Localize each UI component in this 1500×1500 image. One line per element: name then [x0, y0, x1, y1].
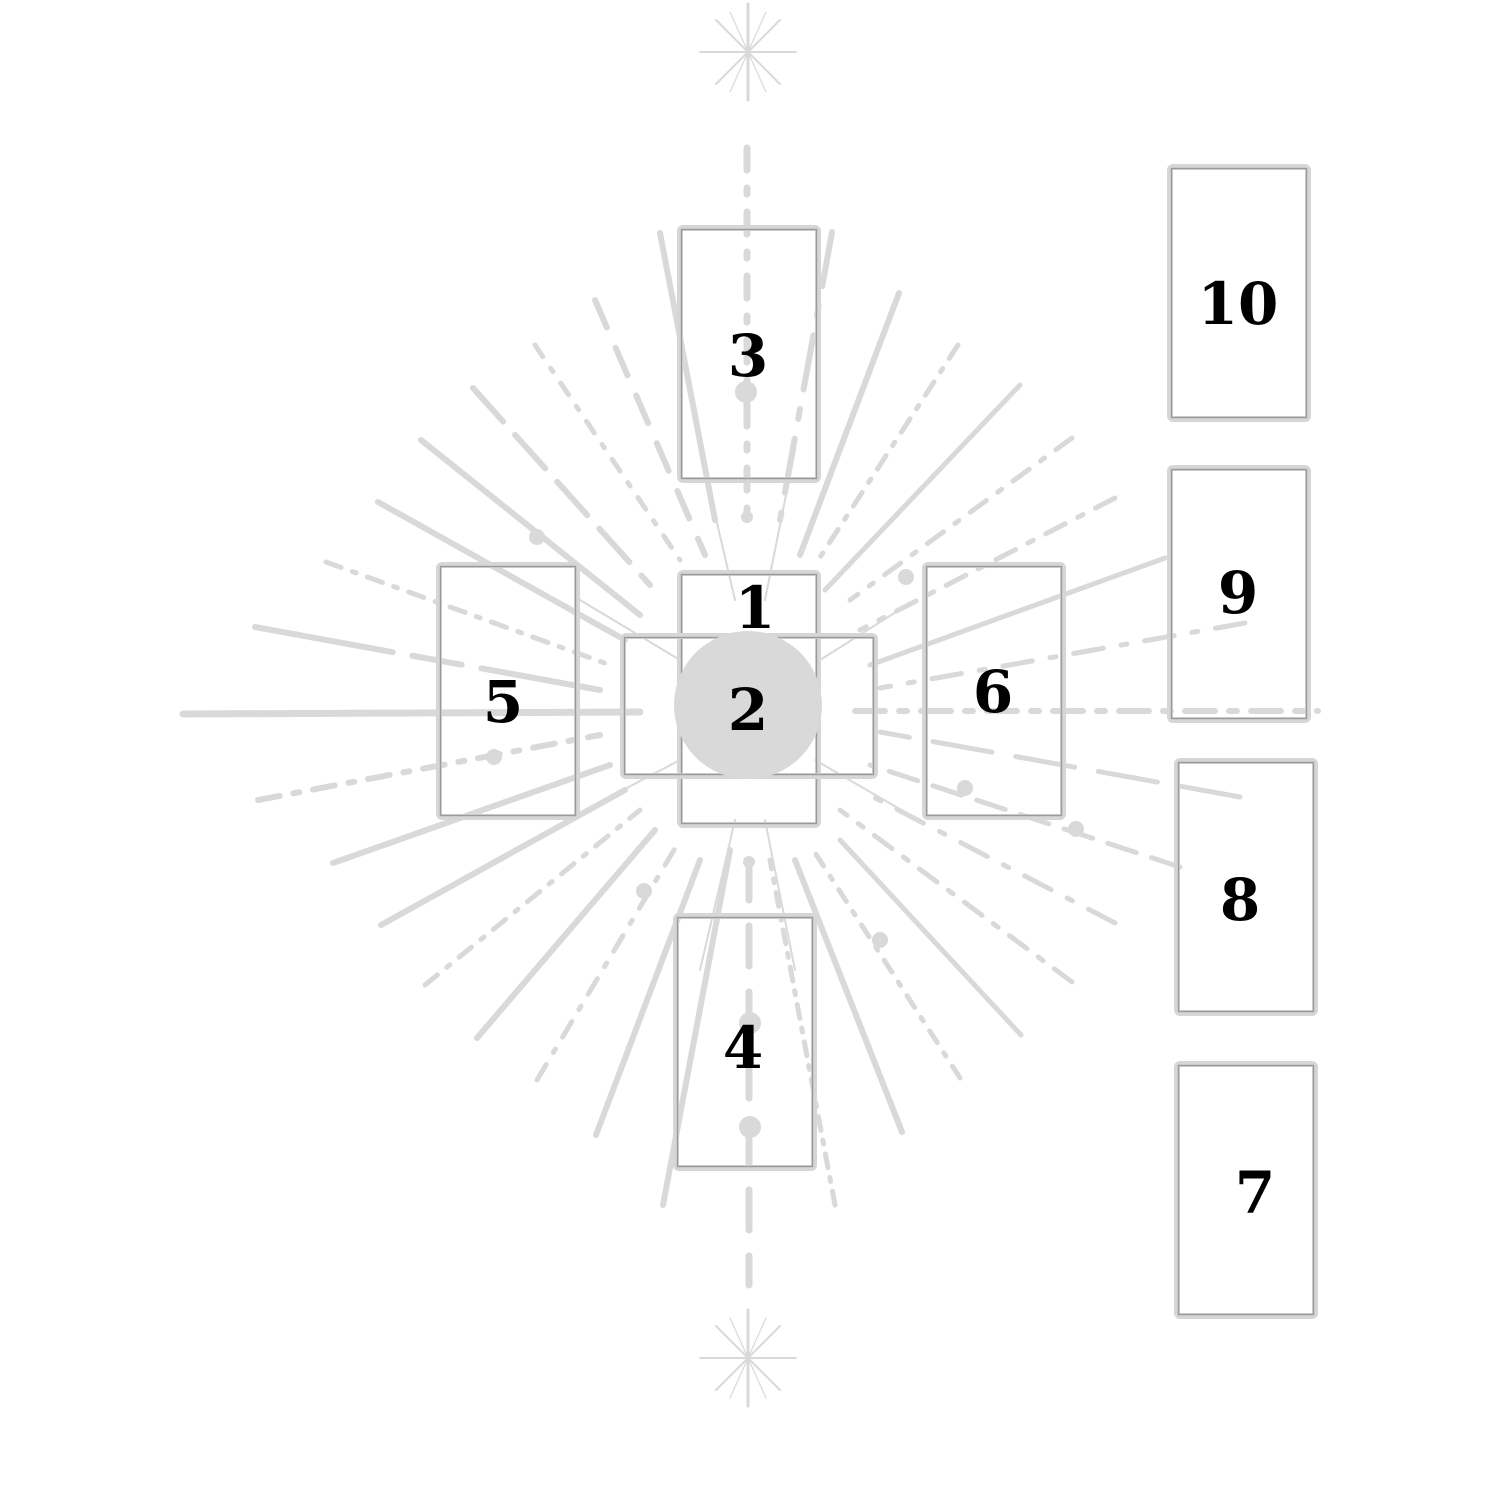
sunburst-ray: [579, 599, 681, 661]
sunburst-ray: [857, 787, 1118, 926]
card-frame: [1174, 758, 1318, 1016]
sunburst-ray: [812, 342, 961, 568]
sunburst-ray: [592, 297, 708, 558]
sparkle-star-icon: [699, 1308, 797, 1408]
card-6-label: 6: [973, 658, 1013, 726]
ray-dot: [739, 1116, 761, 1138]
sunburst-ray: [418, 437, 643, 618]
card-2-label: 2: [728, 676, 768, 744]
sunburst-ray: [699, 819, 736, 971]
card-frame-inner: [676, 916, 814, 1168]
card-layout: 3 4 5 6 7 8 9 10 1 2: [436, 164, 1318, 1319]
card-7: 7: [1174, 1061, 1318, 1319]
sunburst-ray: [323, 559, 613, 668]
ray-dots: [486, 381, 1084, 1138]
sunburst-ray: [847, 435, 1075, 603]
sunburst-ray: [375, 499, 628, 643]
card-frame: [436, 562, 580, 820]
card-frame: [1167, 164, 1311, 422]
card-10: 10: [1167, 164, 1311, 422]
sunburst-ray: [807, 842, 963, 1081]
card-2: 2: [620, 631, 878, 779]
card-4-label: 4: [723, 1014, 763, 1082]
ray-dot: [636, 883, 652, 899]
ray-dot: [743, 856, 755, 868]
sunburst-ray: [470, 385, 653, 588]
sunburst-ray: [532, 342, 683, 563]
sunburst-ray: [837, 807, 1075, 985]
card-7-label: 7: [1235, 1159, 1275, 1227]
card-frame: [677, 225, 821, 483]
star-decorations: [699, 2, 797, 1408]
sunburst-ray: [814, 759, 911, 816]
sunburst-ray: [792, 857, 905, 1135]
card-3-label: 3: [728, 322, 768, 390]
sunburst-ray: [867, 555, 1168, 668]
ray-dot: [957, 780, 973, 796]
sunburst-ray: [877, 620, 1248, 691]
card-frame-inner: [680, 228, 818, 480]
center-circle: [674, 631, 822, 779]
sunburst-ray: [584, 759, 681, 811]
sunburst-ray: [699, 449, 736, 601]
sunburst-ray: [252, 624, 603, 693]
sunburst-ray: [767, 857, 838, 1208]
card-3: 3: [677, 225, 821, 483]
ray-dot: [739, 1012, 761, 1034]
card-9: 9: [1167, 465, 1311, 723]
sparkle-star-icon: [699, 2, 797, 102]
card-frame-inner: [439, 565, 577, 817]
sunburst-ray: [422, 807, 643, 988]
sunburst-ray: [378, 787, 628, 928]
card-frame-inner: [1177, 761, 1315, 1013]
card-9-label: 9: [1218, 559, 1258, 627]
ray-dot: [529, 529, 545, 545]
ray-dot: [1068, 821, 1084, 837]
card-10-label: 10: [1198, 270, 1279, 338]
card-frame-inner: [1170, 468, 1308, 720]
card-frame-inner: [925, 565, 1063, 817]
card-frame: [1174, 1061, 1318, 1319]
ray-dot: [486, 749, 502, 765]
sunburst-ray: [474, 827, 658, 1041]
card-frame-inner: [1170, 167, 1308, 419]
sunburst-ray: [534, 837, 683, 1083]
card-frame-inner: [1177, 1064, 1315, 1316]
card-5: 5: [436, 562, 580, 820]
sunburst-ray: [837, 837, 1024, 1038]
card-4: 4: [673, 913, 817, 1171]
card-5-label: 5: [483, 668, 523, 736]
card-frame: [922, 562, 1066, 820]
ray-dot: [872, 932, 888, 948]
sunburst-ray: [764, 819, 796, 971]
card-8: 8: [1174, 758, 1318, 1016]
sunburst-ray: [819, 599, 916, 661]
ray-dot: [898, 569, 914, 585]
sunburst-ray: [777, 229, 835, 523]
card-6: 6: [922, 562, 1066, 820]
card-frame: [1167, 465, 1311, 723]
sunburst-ray: [822, 382, 1023, 593]
ray-dot: [741, 511, 753, 523]
sunburst-ray: [179, 708, 644, 718]
card-1-label: 1: [735, 574, 775, 642]
sunburst-ray: [797, 290, 902, 558]
card-frame: [673, 913, 817, 1171]
sunburst-ray: [255, 732, 603, 803]
card-8-label: 8: [1220, 866, 1260, 934]
ray-dot: [735, 381, 757, 403]
sunburst-ray: [593, 857, 703, 1138]
